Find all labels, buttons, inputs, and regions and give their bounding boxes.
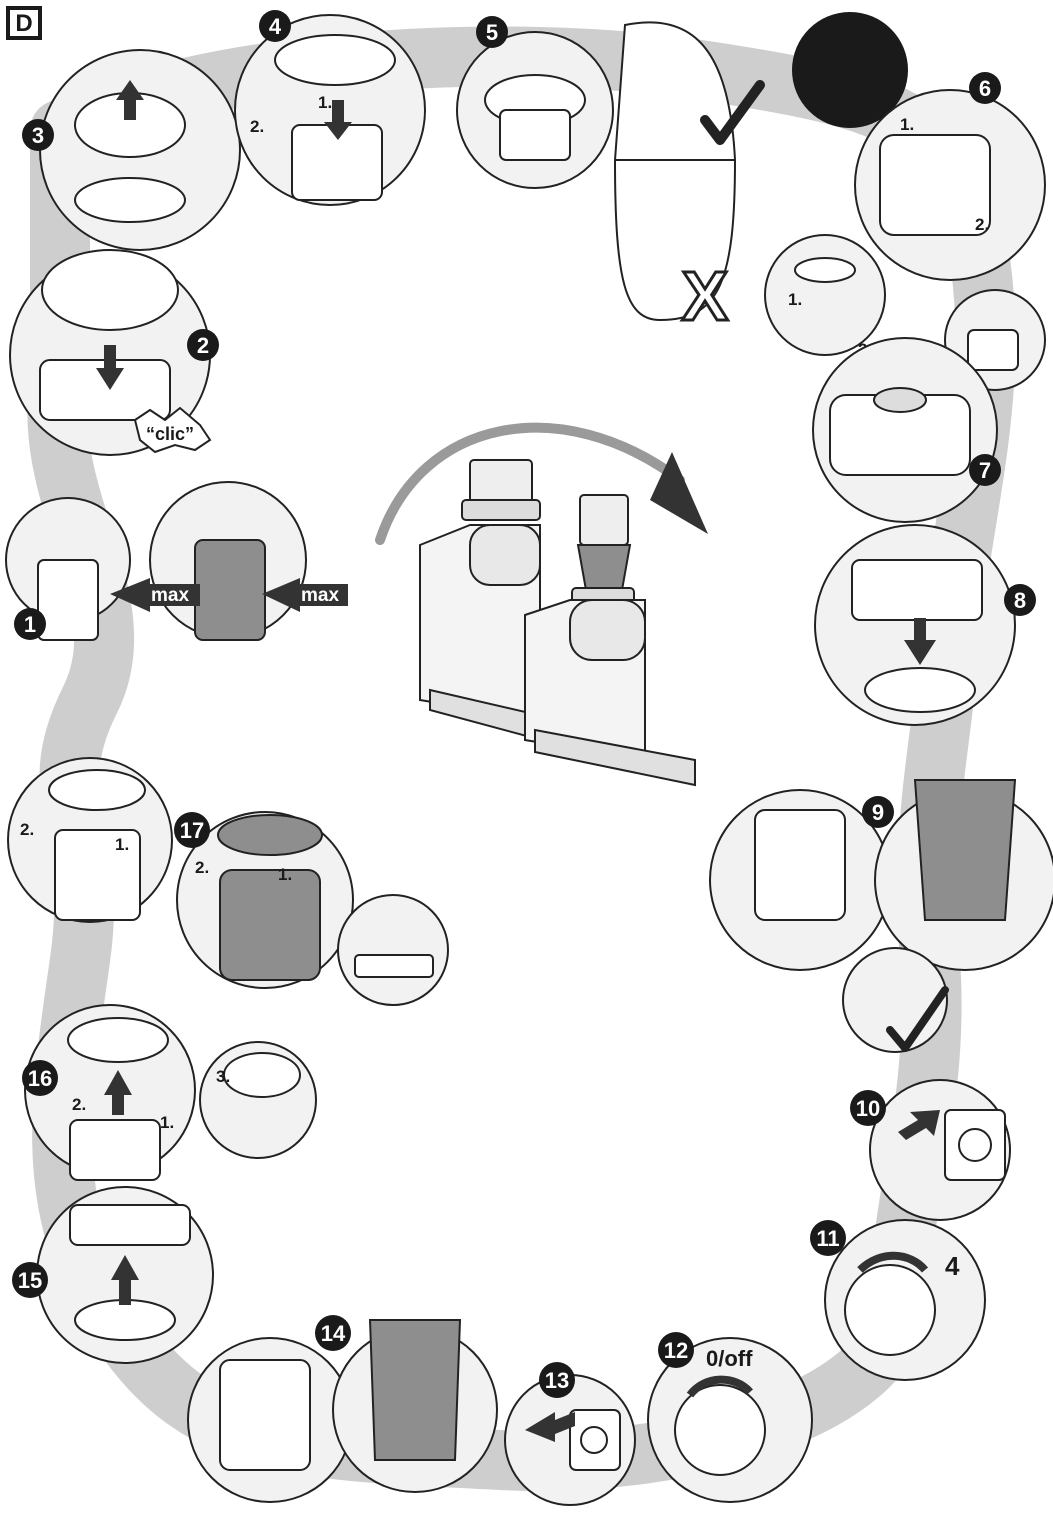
step-17-badge [174, 812, 210, 848]
step-17-panel: 1. 2. 1. 2. 17 [7, 757, 449, 1006]
step-9-number: 9 [872, 800, 884, 825]
step-7-number: 7 [979, 458, 991, 483]
step-4-sub-1: 1. [318, 93, 332, 112]
step-8-panel: 8 [814, 524, 1036, 726]
step-11-badge [810, 1220, 846, 1256]
section-marker: D [6, 6, 42, 40]
step-6-number: 6 [979, 76, 991, 101]
step-2-badge [187, 329, 219, 361]
step-4-badge [259, 10, 291, 42]
step-4-number: 4 [269, 14, 282, 39]
step-5-number: 5 [486, 20, 498, 45]
step-17b-sub-2: 2. [195, 858, 209, 877]
step-8-badge [1004, 584, 1036, 616]
step-15-badge [12, 1262, 48, 1298]
step-11-number: 11 [816, 1226, 839, 1251]
step-17b-sub-1: 1. [278, 865, 292, 884]
step-9-panel: 9 [709, 779, 1053, 1053]
step-3-badge [22, 119, 54, 151]
clic-label: “clic” [146, 424, 194, 444]
step-5-badge [476, 16, 508, 48]
step-15-panel: 15 [12, 1186, 214, 1364]
step-11-panel: 4 11 [810, 1219, 986, 1381]
step-14-number: 14 [321, 1321, 346, 1346]
step-6-panel: 1. 2. 1. 2. 6 [764, 12, 1046, 359]
step-8-number: 8 [1014, 588, 1026, 613]
step-16-sub-2: 2. [72, 1095, 86, 1114]
step-17a-sub-2: 2. [20, 820, 34, 839]
step-4-panel: 1. 2. 4 [234, 10, 426, 206]
step-13-panel: 13 [504, 1362, 636, 1506]
step-1-panel: max max 1 [5, 481, 348, 641]
step-17-number: 17 [180, 818, 204, 843]
step-16-sub-3: 3. [216, 1067, 230, 1086]
step-12-badge [658, 1332, 694, 1368]
step-13-number: 13 [545, 1368, 569, 1393]
step-13-badge [539, 1362, 575, 1398]
step-16-badge [22, 1060, 58, 1096]
step-10-badge [850, 1090, 886, 1126]
step-14-badge [315, 1315, 351, 1351]
step-2-panel: “clic” 2 [9, 249, 219, 456]
rotation-arrow [375, 422, 685, 545]
step-7-badge [969, 454, 1001, 486]
step-6-badge [969, 72, 1001, 104]
step-1-badge [14, 608, 46, 640]
step-7-panel: 7 [812, 289, 1046, 523]
max-label-1: max [151, 585, 189, 606]
appliance-with-tall-jar [524, 494, 696, 787]
step-10-panel: 10 [850, 1079, 1011, 1221]
step-12-number: 12 [664, 1338, 688, 1363]
max-arrow-tall-jar: max [262, 578, 348, 612]
step-3-number: 3 [32, 123, 44, 148]
step-17a-sub-1: 1. [115, 835, 129, 854]
step-4-sub-2: 2. [250, 117, 264, 136]
off-setting-label: 0/off [706, 1346, 753, 1371]
cross-mark-incorrect: X [682, 257, 729, 335]
step-2-number: 2 [197, 333, 209, 358]
step-16-panel: 1. 2. 3. 16 [22, 1004, 317, 1181]
check-mark-aligned [886, 986, 949, 1052]
step-6-inset-sub-1: 1. [788, 290, 802, 309]
step-3-panel: 3 [22, 49, 241, 251]
center-appliance-illustration [375, 422, 708, 787]
step-14-panel: 14 [187, 1315, 498, 1503]
max-label-2: max [301, 585, 339, 606]
check-mark-correct [700, 80, 765, 145]
step-16-sub-1: 1. [160, 1113, 174, 1132]
step-6-sub-2: 2. [975, 215, 989, 234]
step-1-number: 1 [24, 612, 36, 637]
step-10-number: 10 [856, 1096, 880, 1121]
step-6-sub-1: 1. [900, 115, 914, 134]
step-16-number: 16 [28, 1066, 52, 1091]
step-12-panel: 0/off 12 [647, 1332, 813, 1503]
step-15-number: 15 [18, 1268, 42, 1293]
step-9-badge [862, 796, 894, 828]
section-letter: D [15, 10, 32, 37]
speed-setting-label: 4 [945, 1251, 960, 1281]
step-5-panel: X 5 [456, 16, 765, 337]
max-arrow-small-jar: max [110, 578, 200, 612]
